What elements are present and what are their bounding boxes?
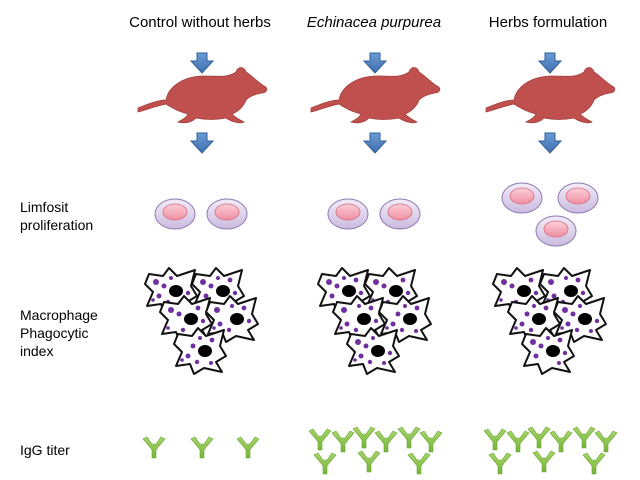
mouse-icon bbox=[485, 67, 616, 124]
arrow-down-icon bbox=[537, 132, 563, 154]
macrophage-icon bbox=[346, 327, 400, 375]
row-label-lymphocyte: Limfosit proliferation bbox=[20, 199, 94, 233]
lymphocyte-icon bbox=[379, 198, 421, 230]
antibody-icon bbox=[549, 430, 573, 453]
col-title-control: Control without herbs bbox=[129, 14, 271, 31]
antibody-icon bbox=[374, 430, 398, 453]
antibody-icon bbox=[419, 430, 443, 453]
lymphocyte-icon bbox=[501, 182, 543, 214]
macrophage-icon bbox=[521, 327, 575, 375]
antibody-icon bbox=[236, 436, 260, 459]
macrophage-icon bbox=[378, 295, 432, 343]
antibody-icon bbox=[313, 452, 337, 475]
lymphocyte-icon bbox=[557, 182, 599, 214]
lymphocyte-icon bbox=[327, 198, 369, 230]
antibody-icon bbox=[397, 426, 421, 449]
antibody-icon bbox=[308, 428, 332, 451]
arrow-down-icon bbox=[362, 132, 388, 154]
antibody-icon bbox=[594, 430, 618, 453]
lymphocyte-icon bbox=[154, 198, 196, 230]
antibody-icon bbox=[407, 452, 431, 475]
arrow-down-icon bbox=[189, 132, 215, 154]
antibody-icon bbox=[527, 426, 551, 449]
antibody-icon bbox=[488, 452, 512, 475]
macrophage-icon bbox=[173, 327, 227, 375]
antibody-icon bbox=[190, 436, 214, 459]
lymphocyte-icon bbox=[535, 215, 577, 247]
antibody-icon bbox=[357, 450, 381, 473]
macrophage-icon bbox=[205, 295, 259, 343]
antibody-icon bbox=[572, 426, 596, 449]
lymphocyte-icon bbox=[206, 198, 248, 230]
arrow-down-icon bbox=[537, 52, 563, 74]
mouse-icon bbox=[310, 67, 441, 124]
antibody-icon bbox=[483, 428, 507, 451]
row-label-macrophage: Macrophage Phagocytic index bbox=[20, 307, 98, 359]
row-label-igg: IgG titer bbox=[20, 442, 70, 458]
col-title-echinacea: Echinacea purpurea bbox=[306, 14, 442, 31]
mouse-icon bbox=[137, 67, 268, 124]
antibody-icon bbox=[142, 436, 166, 459]
arrow-down-icon bbox=[362, 52, 388, 74]
antibody-icon bbox=[506, 430, 530, 453]
antibody-icon bbox=[582, 452, 606, 475]
antibody-icon bbox=[352, 426, 376, 449]
antibody-icon bbox=[532, 450, 556, 473]
antibody-icon bbox=[331, 430, 355, 453]
arrow-down-icon bbox=[189, 52, 215, 74]
col-title-herbs: Herbs formulation bbox=[488, 14, 608, 31]
macrophage-icon bbox=[553, 295, 607, 343]
